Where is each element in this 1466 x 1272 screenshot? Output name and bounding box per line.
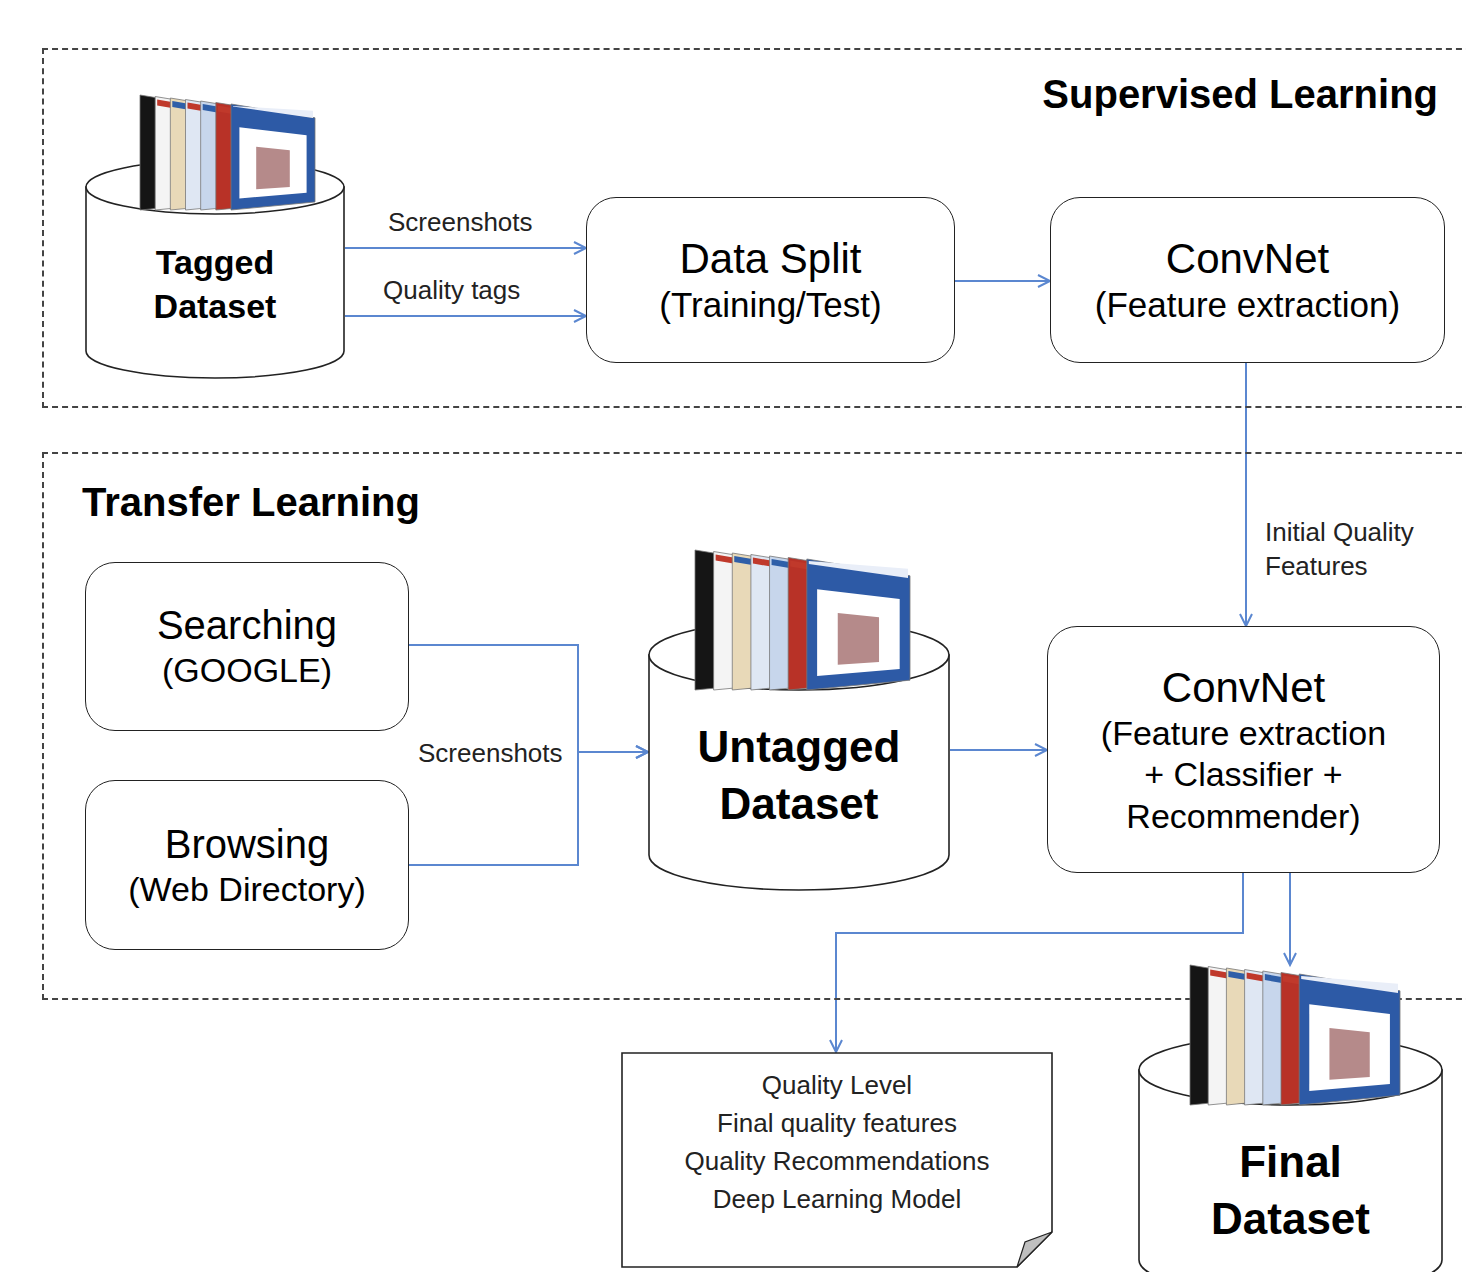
region-band: Transfer LearningSearching(GOOGLE) Browsi…	[42, 452, 1466, 1000]
cylinder-text: Final Dataset	[1138, 1115, 1443, 1265]
region-title: Transfer Learning	[82, 478, 420, 527]
edge-label: Initial Quality Features	[1262, 516, 1458, 584]
connector-arrow	[955, 280, 1050, 282]
page-photo	[256, 147, 290, 190]
connector-arrow	[836, 873, 1243, 1052]
document-fold	[1017, 1232, 1052, 1267]
edge-label: Quality tags	[380, 274, 523, 308]
document-line: Final quality features	[621, 1104, 1053, 1142]
page-header	[1301, 976, 1398, 993]
dataset-label: Final Dataset	[1171, 1133, 1411, 1247]
cylinder-shape	[85, 95, 345, 378]
box-heading: Data Split	[659, 233, 881, 284]
connector-arrow	[950, 749, 1047, 751]
region-band: Supervised LearningTagged Dataset Data Sp…	[42, 48, 1466, 408]
process-box: ConvNet(Feature extraction)	[1050, 197, 1445, 363]
dataset-label: Untagged Dataset	[679, 718, 919, 832]
box-subtext: (Training/Test)	[659, 284, 881, 327]
document-line: Quality Recommendations	[621, 1142, 1053, 1180]
connector-arrow	[1245, 363, 1247, 626]
box-subtext: (GOOGLE)	[157, 650, 337, 691]
box-heading: ConvNet	[1094, 662, 1394, 713]
connector-arrow	[409, 645, 648, 752]
document-outline	[622, 1053, 1052, 1267]
cylinder-shape	[648, 550, 950, 890]
connector-arrow	[345, 247, 586, 249]
cylinder-body	[86, 187, 344, 378]
box-subtext: (Web Directory)	[128, 869, 365, 910]
edge-label: Screenshots	[415, 737, 566, 771]
page-content	[239, 127, 306, 198]
document-text: Quality LevelFinal quality featuresQuali…	[621, 1066, 1053, 1218]
page-header	[233, 106, 313, 118]
process-box: Searching(GOOGLE)	[85, 562, 409, 731]
screenshot-page	[1299, 974, 1400, 1105]
process-box: Browsing(Web Directory)	[85, 780, 409, 950]
output-document: Quality LevelFinal quality featuresQuali…	[621, 1052, 1053, 1268]
box-text: Data Split(Training/Test)	[659, 233, 881, 327]
box-heading: Searching	[157, 601, 337, 650]
dataset-label: Tagged Dataset	[125, 240, 305, 328]
box-subtext: (Feature extraction + Classifier + Recom…	[1094, 713, 1394, 837]
page-photo	[838, 613, 879, 665]
box-subtext: (Feature extraction)	[1095, 284, 1400, 327]
cylinder-text: Untagged Dataset	[648, 690, 950, 860]
database-cylinder: Untagged Dataset	[648, 550, 950, 890]
box-heading: Browsing	[128, 820, 365, 869]
database-cylinder: Final Dataset	[1138, 965, 1443, 1272]
page-photo	[1329, 1028, 1369, 1080]
region-title: Supervised Learning	[1042, 70, 1438, 119]
page-content	[1309, 1004, 1390, 1091]
page-header	[809, 561, 908, 578]
process-box: ConvNet(Feature extraction + Classifier …	[1047, 626, 1440, 873]
screenshot-page	[231, 104, 315, 210]
process-box: Data Split(Training/Test)	[586, 197, 955, 363]
cylinder-text: Tagged Dataset	[85, 214, 345, 354]
document-line: Deep Learning Model	[621, 1180, 1053, 1218]
database-cylinder: Tagged Dataset	[85, 95, 345, 378]
screenshot-page	[807, 559, 910, 690]
box-text: ConvNet(Feature extraction + Classifier …	[1094, 662, 1394, 838]
document-line: Quality Level	[621, 1066, 1053, 1104]
connector-arrow	[345, 315, 586, 317]
connector-arrow	[1289, 873, 1291, 965]
box-heading: ConvNet	[1095, 233, 1400, 284]
page-content	[817, 589, 900, 676]
box-text: Searching(GOOGLE)	[157, 601, 337, 691]
box-text: Browsing(Web Directory)	[128, 820, 365, 910]
box-text: ConvNet(Feature extraction)	[1095, 233, 1400, 327]
edge-label: Screenshots	[385, 206, 536, 240]
